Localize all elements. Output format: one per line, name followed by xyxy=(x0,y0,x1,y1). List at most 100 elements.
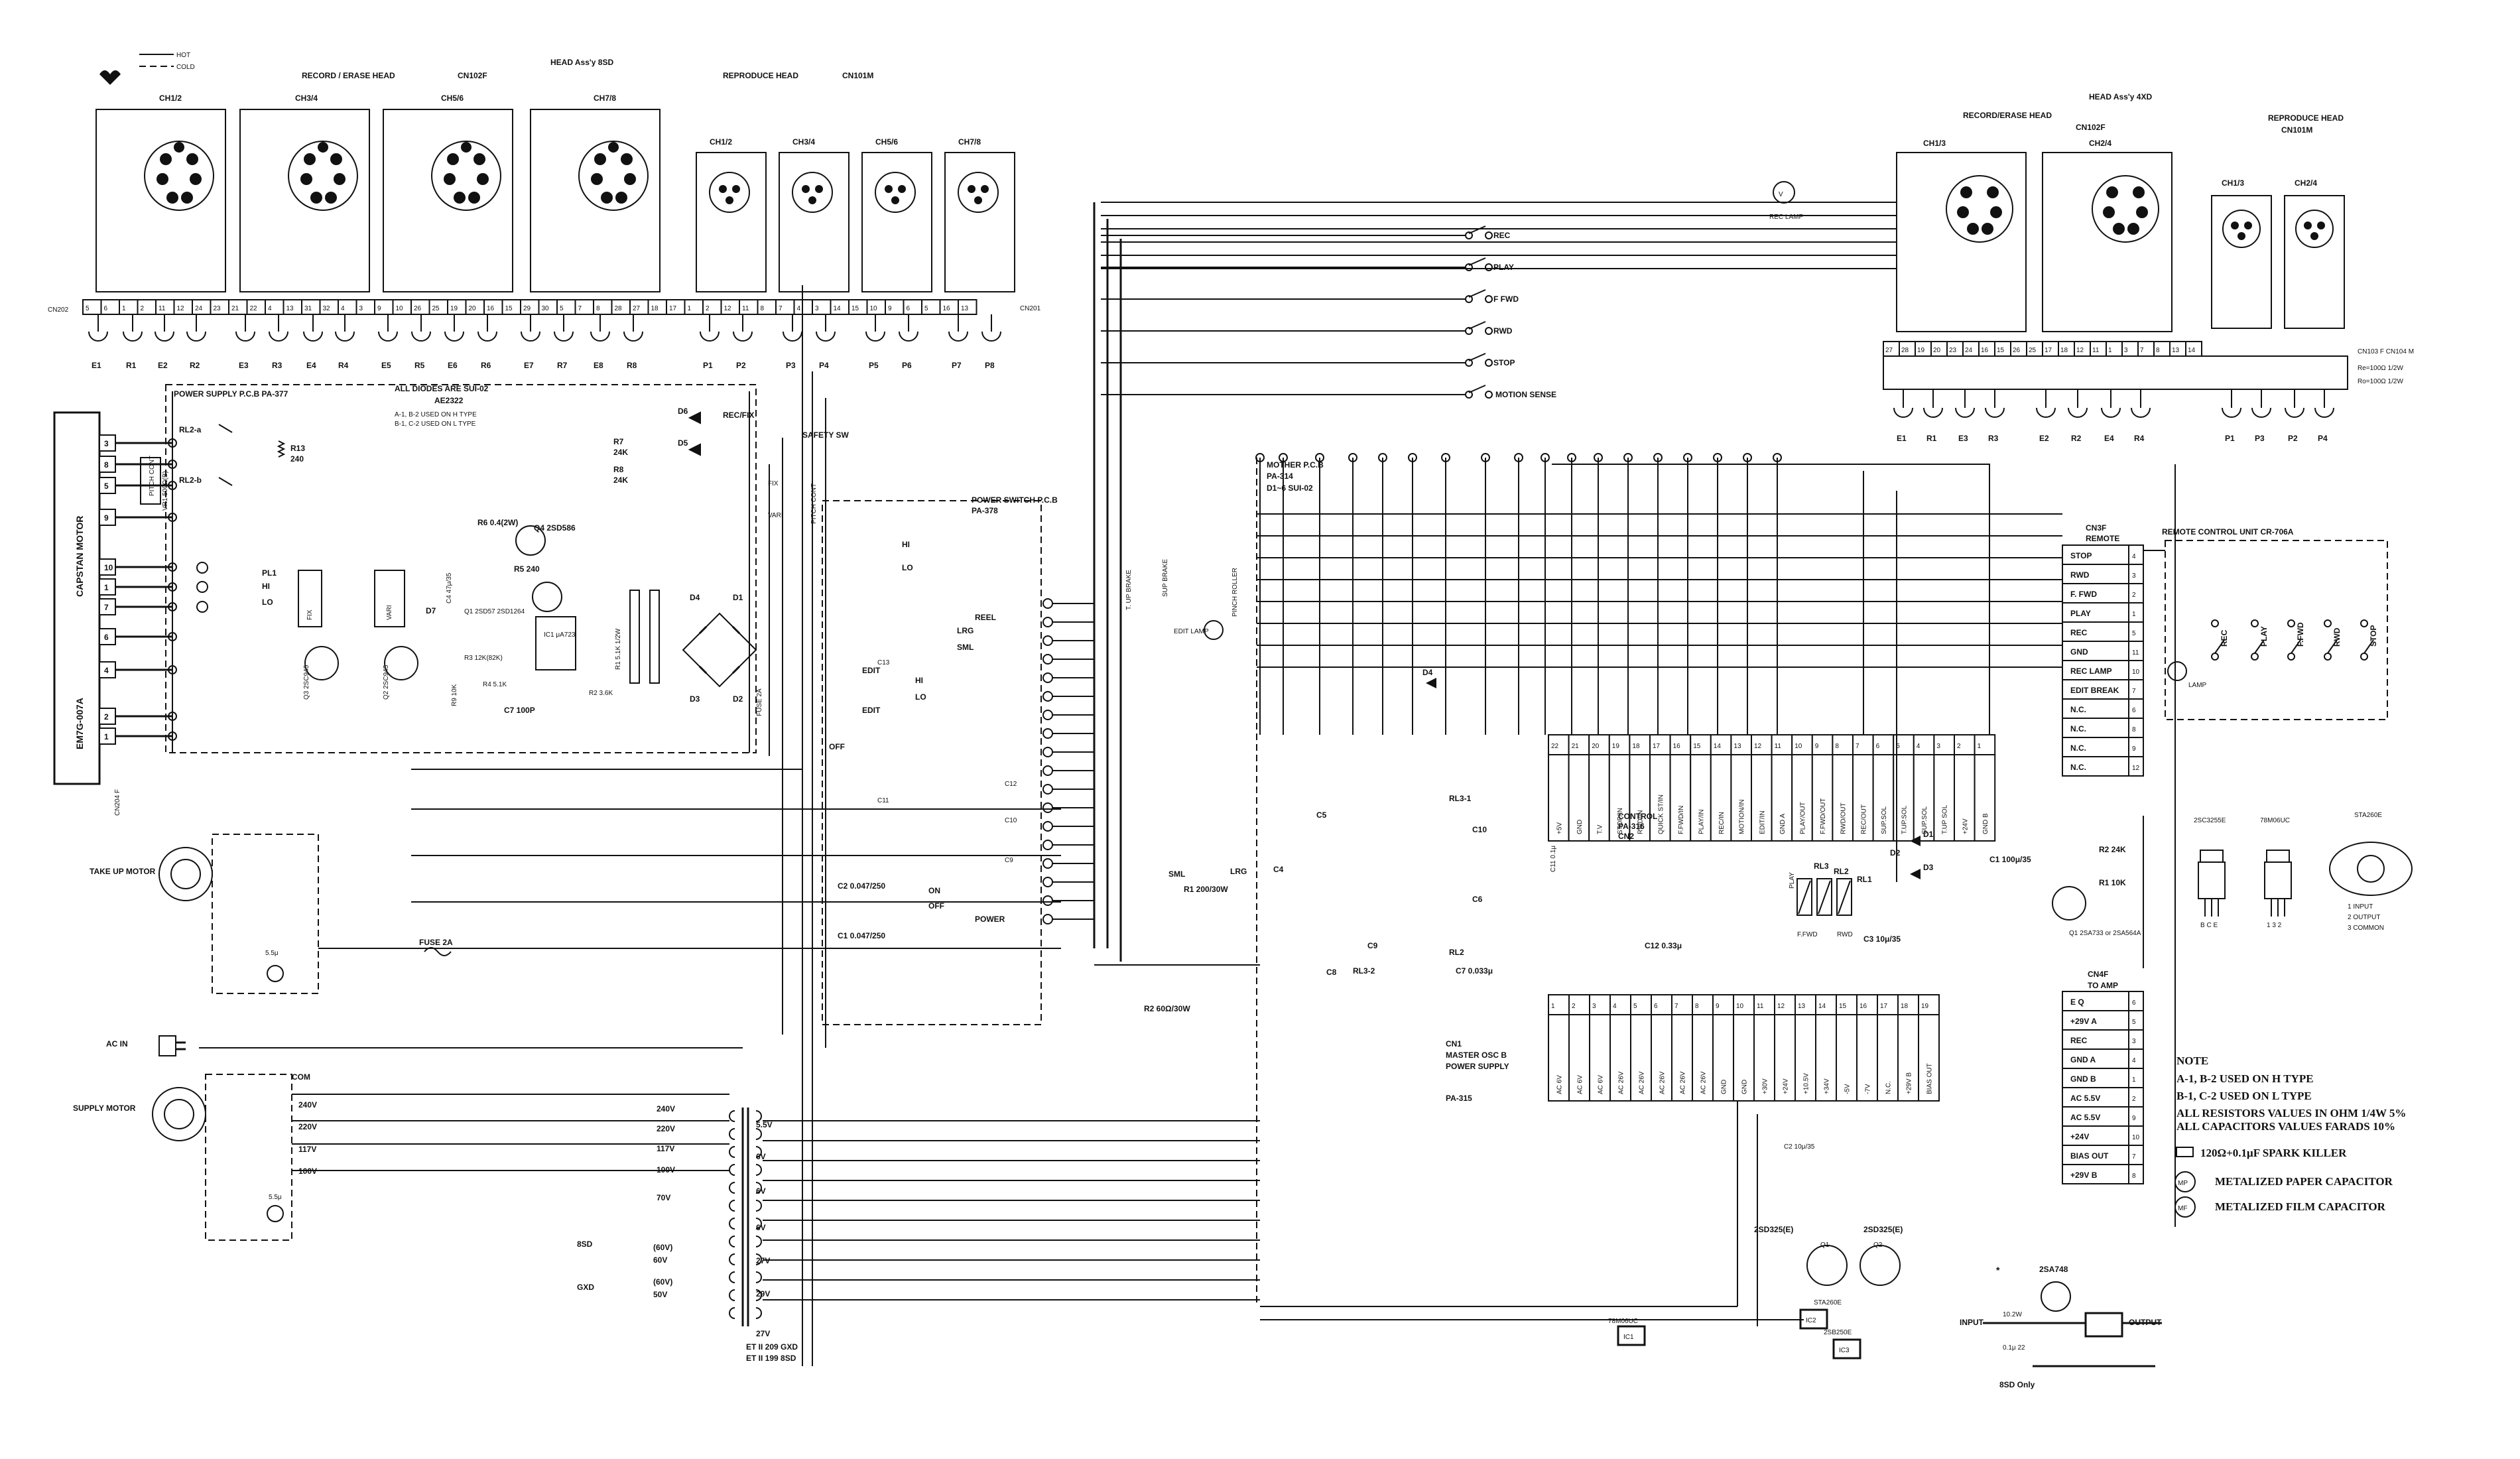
pin-label: +34V xyxy=(1824,1078,1831,1094)
head-label: R3 xyxy=(1988,434,1999,443)
capstan-motor: CAPSTAN MOTOR EM7G-007A CN204 F 38591017… xyxy=(53,411,177,816)
svg-text:INPUT: INPUT xyxy=(1960,1318,1984,1327)
svg-text:RL2: RL2 xyxy=(1449,948,1464,957)
svg-text:10: 10 xyxy=(2132,668,2140,676)
head-coil-icon xyxy=(2251,407,2271,418)
head-label: E1 xyxy=(1897,434,1907,443)
svg-text:0.1μ 22: 0.1μ 22 xyxy=(2003,1344,2025,1352)
heart-logo-icon xyxy=(99,70,121,85)
svg-text:6V: 6V xyxy=(756,1186,766,1196)
right-strip-note-re: Re=100Ω 1/2W xyxy=(2358,365,2403,372)
pin-label: AC 26V xyxy=(1618,1071,1625,1094)
notes-block: NOTE A-1, B-2 USED ON H TYPE B-1, C-2 US… xyxy=(2174,1054,2406,1218)
svg-text:8SD: 8SD xyxy=(577,1239,593,1249)
svg-text:CH5/6: CH5/6 xyxy=(875,137,898,147)
svg-text:PITCH CONT: PITCH CONT xyxy=(810,483,818,524)
svg-text:11: 11 xyxy=(2132,649,2139,657)
svg-text:COM: COM xyxy=(292,1072,310,1082)
svg-text:PA-314: PA-314 xyxy=(1267,472,1293,481)
svg-text:8: 8 xyxy=(104,460,109,470)
svg-text:C8: C8 xyxy=(1326,968,1337,977)
strip-pin: 20 xyxy=(1933,347,1941,354)
transistor-q1-icon xyxy=(532,582,562,612)
strip-pin: 3 xyxy=(2124,347,2128,354)
strip-pin: 4 xyxy=(797,305,801,312)
svg-text:RL3: RL3 xyxy=(1814,861,1829,871)
svg-text:2: 2 xyxy=(2132,1096,2136,1103)
left-strip-label-cn202: CN202 xyxy=(48,306,69,314)
head-coil-icon xyxy=(411,331,431,342)
switch-label: PLAY xyxy=(1493,263,1514,272)
svg-text:10: 10 xyxy=(104,563,113,572)
svg-text:3: 3 xyxy=(2132,572,2136,580)
row-label: N.C. xyxy=(2070,763,2086,772)
svg-text:F.FWD: F.FWD xyxy=(1797,931,1818,938)
svg-text:LRG: LRG xyxy=(957,626,974,635)
head-coil-icon xyxy=(2222,407,2241,418)
svg-text:5: 5 xyxy=(1633,1003,1637,1010)
svg-text:Q2: Q2 xyxy=(1873,1241,1883,1249)
pin-label: +29V B xyxy=(1906,1072,1913,1094)
pin-label: GND A xyxy=(1779,814,1787,834)
svg-text:Q1 2SD57 2SD1264: Q1 2SD57 2SD1264 xyxy=(464,608,525,615)
svg-text:C7 0.033μ: C7 0.033μ xyxy=(1456,966,1493,976)
transistor-icon xyxy=(2052,886,2086,920)
head-label: R6 xyxy=(481,361,491,370)
svg-text:PA-316: PA-316 xyxy=(1618,822,1645,831)
svg-text:NOTE: NOTE xyxy=(2176,1054,2208,1067)
svg-text:STA260E: STA260E xyxy=(1814,1299,1842,1306)
remote-button-label: F.FWD xyxy=(2296,622,2305,647)
svg-text:B-1, C-2 USED ON L TYPE: B-1, C-2 USED ON L TYPE xyxy=(2176,1090,2312,1102)
svg-text:PL1: PL1 xyxy=(262,568,277,578)
svg-text:C13: C13 xyxy=(877,659,890,666)
svg-text:3 COMMON: 3 COMMON xyxy=(2348,924,2384,932)
svg-text:5: 5 xyxy=(2132,1019,2136,1026)
ps-diodes-note: ALL DIODES ARE SUI-02 xyxy=(395,384,489,393)
strip-pin: 25 xyxy=(432,305,440,312)
svg-text:19: 19 xyxy=(1612,743,1620,750)
svg-text:POWER: POWER xyxy=(975,915,1005,924)
svg-text:CN1: CN1 xyxy=(1446,1039,1462,1048)
svg-text:REMOTE CONTROL UNIT CR-706A: REMOTE CONTROL UNIT CR-706A xyxy=(2162,527,2294,537)
head-coil-icon xyxy=(783,331,802,342)
svg-text:SUP BRAKE: SUP BRAKE xyxy=(1162,559,1169,597)
svg-text:C9: C9 xyxy=(1005,857,1013,864)
pin-label: +5V xyxy=(1556,822,1563,834)
strip-pin: 12 xyxy=(177,305,185,312)
svg-text:D5: D5 xyxy=(678,438,688,448)
strip-pin: 11 xyxy=(158,305,166,312)
head-coil-icon xyxy=(303,331,323,342)
left-reproduce-head-label: REPRODUCE HEAD xyxy=(723,71,798,80)
head-coil-icon xyxy=(186,331,206,342)
row-label: REC LAMP xyxy=(2070,666,2112,676)
relay-block: RL3 RL2 RL1 PLAY F.FWD RWD D1 D2 D3 C3 1… xyxy=(1789,830,1934,944)
svg-text:1 INPUT: 1 INPUT xyxy=(2348,903,2373,911)
right-reproduce-head-label: REPRODUCE HEAD xyxy=(2268,113,2344,123)
plug-icon xyxy=(158,1035,176,1056)
motor-icon xyxy=(158,847,213,901)
pin-label: +24V xyxy=(1962,818,1969,834)
svg-text:GXD: GXD xyxy=(577,1283,594,1292)
svg-text:CH7/8: CH7/8 xyxy=(594,94,616,103)
head-coil-icon xyxy=(590,331,610,342)
head-label: E3 xyxy=(1958,434,1968,443)
svg-text:C2 10μ/35: C2 10μ/35 xyxy=(1784,1143,1815,1151)
svg-text:CN2: CN2 xyxy=(1618,832,1634,841)
head-coil-icon xyxy=(981,331,1001,342)
head-label: R3 xyxy=(272,361,283,370)
svg-text:LO: LO xyxy=(915,692,926,702)
svg-text:CH1/2: CH1/2 xyxy=(710,137,732,147)
svg-text:ON: ON xyxy=(928,886,940,895)
right-head-assembly: RECORD/ERASE HEAD HEAD Ass'y 4XD CN102F … xyxy=(1883,92,2414,443)
transistor-q1-icon xyxy=(1806,1245,1848,1286)
svg-text:240: 240 xyxy=(290,454,304,464)
svg-text:2SA748: 2SA748 xyxy=(2039,1265,2068,1274)
row-label: N.C. xyxy=(2070,705,2086,714)
ic-ua723 xyxy=(535,616,576,670)
svg-text:AC IN: AC IN xyxy=(106,1039,128,1048)
pin-label: AC 26V xyxy=(1680,1071,1687,1094)
svg-text:16: 16 xyxy=(1673,743,1681,750)
svg-text:4: 4 xyxy=(2132,1057,2136,1064)
